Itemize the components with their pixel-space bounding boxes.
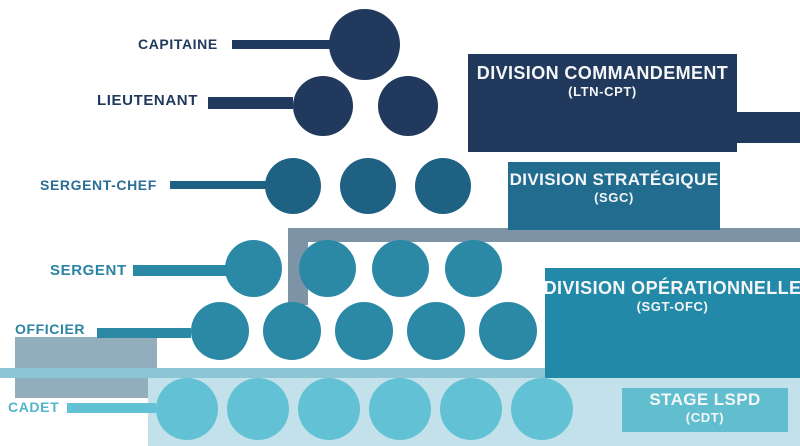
rank-dash-lieutenant [208, 97, 293, 109]
rank-circle-lieutenant [293, 76, 353, 136]
rank-dash-sergent-chef [170, 181, 266, 189]
rank-label-sergent: SERGENT [50, 262, 127, 279]
rank-dash-officier [97, 328, 191, 338]
officier-decor-block [15, 337, 157, 398]
rank-circle-sergent [371, 239, 429, 297]
division-title: DIVISION OPÉRATIONNELLE [543, 278, 800, 298]
rank-circle-cadet [156, 378, 218, 440]
strategique-band-column [288, 228, 308, 305]
rank-circle-officier [479, 302, 537, 360]
rank-label-officier: OFFICIER [15, 321, 86, 337]
division-box-commandement: DIVISION COMMANDEMENT (LTN-CPT) [468, 54, 737, 152]
operationnelle-band [0, 368, 800, 378]
division-subtitle: (SGT-OFC) [636, 298, 709, 314]
division-subtitle: (LTN-CPT) [568, 83, 637, 99]
division-box-strategique: DIVISION STRATÉGIQUE (SGC) [508, 162, 720, 230]
rank-label-sergent-chef: SERGENT-CHEF [40, 177, 157, 193]
rank-circle-cadet [298, 378, 360, 440]
division-box-stage-lspd: STAGE LSPD (CDT) [622, 388, 788, 432]
rank-circle-cadet [511, 378, 573, 440]
rank-dash-capitaine [232, 40, 330, 49]
rank-circle-sergent [224, 239, 282, 297]
division-subtitle: (CDT) [685, 409, 725, 425]
rank-circle-sergent-chef [265, 158, 321, 214]
rank-circle-lieutenant [378, 76, 438, 136]
rank-dash-sergent [133, 265, 226, 276]
rank-circle-cadet [440, 378, 502, 440]
rank-circle-officier [335, 302, 393, 360]
rank-circle-cadet [227, 378, 289, 440]
rank-circle-sergent-chef [415, 158, 471, 214]
rank-circle-officier [407, 302, 465, 360]
division-subtitle: (SGC) [594, 189, 634, 205]
rank-label-capitaine: CAPITAINE [138, 36, 218, 52]
rank-label-lieutenant: LIEUTENANT [97, 92, 198, 109]
strategique-band [288, 228, 800, 242]
commandement-band [737, 112, 800, 143]
rank-circle-cadet [369, 378, 431, 440]
rank-circle-officier [191, 302, 249, 360]
division-title: DIVISION COMMANDEMENT [476, 63, 729, 83]
division-box-operationnelle: DIVISION OPÉRATIONNELLE (SGT-OFC) [543, 268, 800, 378]
rank-label-cadet: CADET [8, 399, 60, 415]
rank-circle-officier [263, 302, 321, 360]
rank-circle-capitaine [328, 8, 400, 80]
rank-circle-sergent [444, 239, 502, 297]
rank-circle-sergent-chef [340, 158, 396, 214]
rank-dash-cadet [67, 403, 156, 413]
division-title: STAGE LSPD [649, 390, 761, 409]
division-title: DIVISION STRATÉGIQUE [509, 170, 719, 189]
rank-circle-sergent [298, 239, 356, 297]
